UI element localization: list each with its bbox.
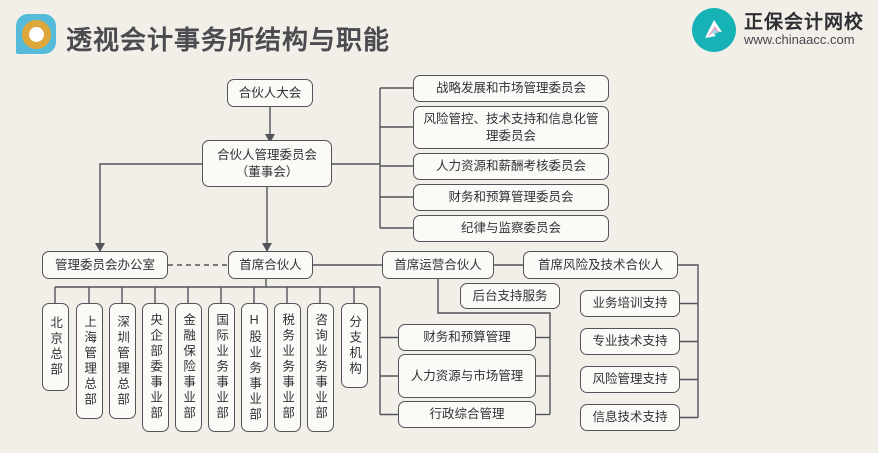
node-branch-offices: 分支机构 xyxy=(340,303,368,388)
node-branch-beijing: 北京总部 xyxy=(41,303,69,391)
node-committee-strategy: 战略发展和市场管理委员会 xyxy=(413,75,609,102)
node-support-risk: 风险管理支持 xyxy=(580,366,680,393)
node-branch-soe: 央企部委事业部 xyxy=(141,303,169,432)
brand-text: 正保会计网校 www.chinaacc.com xyxy=(744,12,864,49)
committee-bracket xyxy=(332,87,413,229)
node-branch-international: 国际业务事业部 xyxy=(207,303,235,432)
node-committee-discipline: 纪律与监察委员会 xyxy=(413,215,609,242)
gold-ring-icon xyxy=(21,19,51,49)
node-dept-hr-market: 人力资源与市场管理 xyxy=(398,354,536,398)
brand-url: www.chinaacc.com xyxy=(743,32,855,48)
title-bullet-icon xyxy=(16,14,56,54)
management-committee-line1: 合伙人管理委员会 xyxy=(216,148,317,163)
node-dept-admin: 行政综合管理 xyxy=(398,401,536,428)
node-committee-hr: 人力资源和薪酬考核委员会 xyxy=(413,153,609,180)
chinaacc-logo-icon xyxy=(691,8,736,52)
node-backoffice: 后台支持服务 xyxy=(460,283,560,309)
node-dept-finance-budget: 财务和预算管理 xyxy=(398,324,536,351)
node-branch-tax: 税务业务事业部 xyxy=(273,303,301,432)
brand-logo-group: 正保会计网校 www.chinaacc.com xyxy=(691,8,864,52)
node-chief-partner: 首席合伙人 xyxy=(228,251,313,279)
node-committee-office: 管理委员会办公室 xyxy=(42,251,168,279)
node-branch-consulting: 咨询业务事业部 xyxy=(306,303,334,432)
risk-tech-bracket xyxy=(678,264,699,419)
node-support-professional: 专业技术支持 xyxy=(580,328,680,355)
node-management-committee: 合伙人管理委员会 （董事会） xyxy=(202,140,332,187)
node-branch-shanghai: 上海管理总部 xyxy=(75,303,103,419)
brand-name: 正保会计网校 xyxy=(743,11,864,33)
node-branch-hshare: H股业务事业部 xyxy=(240,303,268,432)
node-committee-risk-it: 风险管控、技术支持和信息化管理委员会 xyxy=(413,106,609,149)
node-support-training: 业务培训支持 xyxy=(580,290,680,317)
quill-icon xyxy=(704,20,722,38)
management-committee-line2: （董事会） xyxy=(235,164,299,179)
node-branch-shenzhen: 深圳管理总部 xyxy=(108,303,136,419)
node-support-it: 信息技术支持 xyxy=(580,404,680,431)
node-partners-assembly: 合伙人大会 xyxy=(227,79,313,107)
node-coo-partner: 首席运营合伙人 xyxy=(382,251,494,279)
node-branch-finance-insurance: 金融保险事业部 xyxy=(174,303,202,432)
node-risk-tech-partner: 首席风险及技术合伙人 xyxy=(523,251,678,279)
node-committee-finance: 财务和预算管理委员会 xyxy=(413,184,609,211)
page-title: 透视会计事务所结构与职能 xyxy=(66,25,391,55)
